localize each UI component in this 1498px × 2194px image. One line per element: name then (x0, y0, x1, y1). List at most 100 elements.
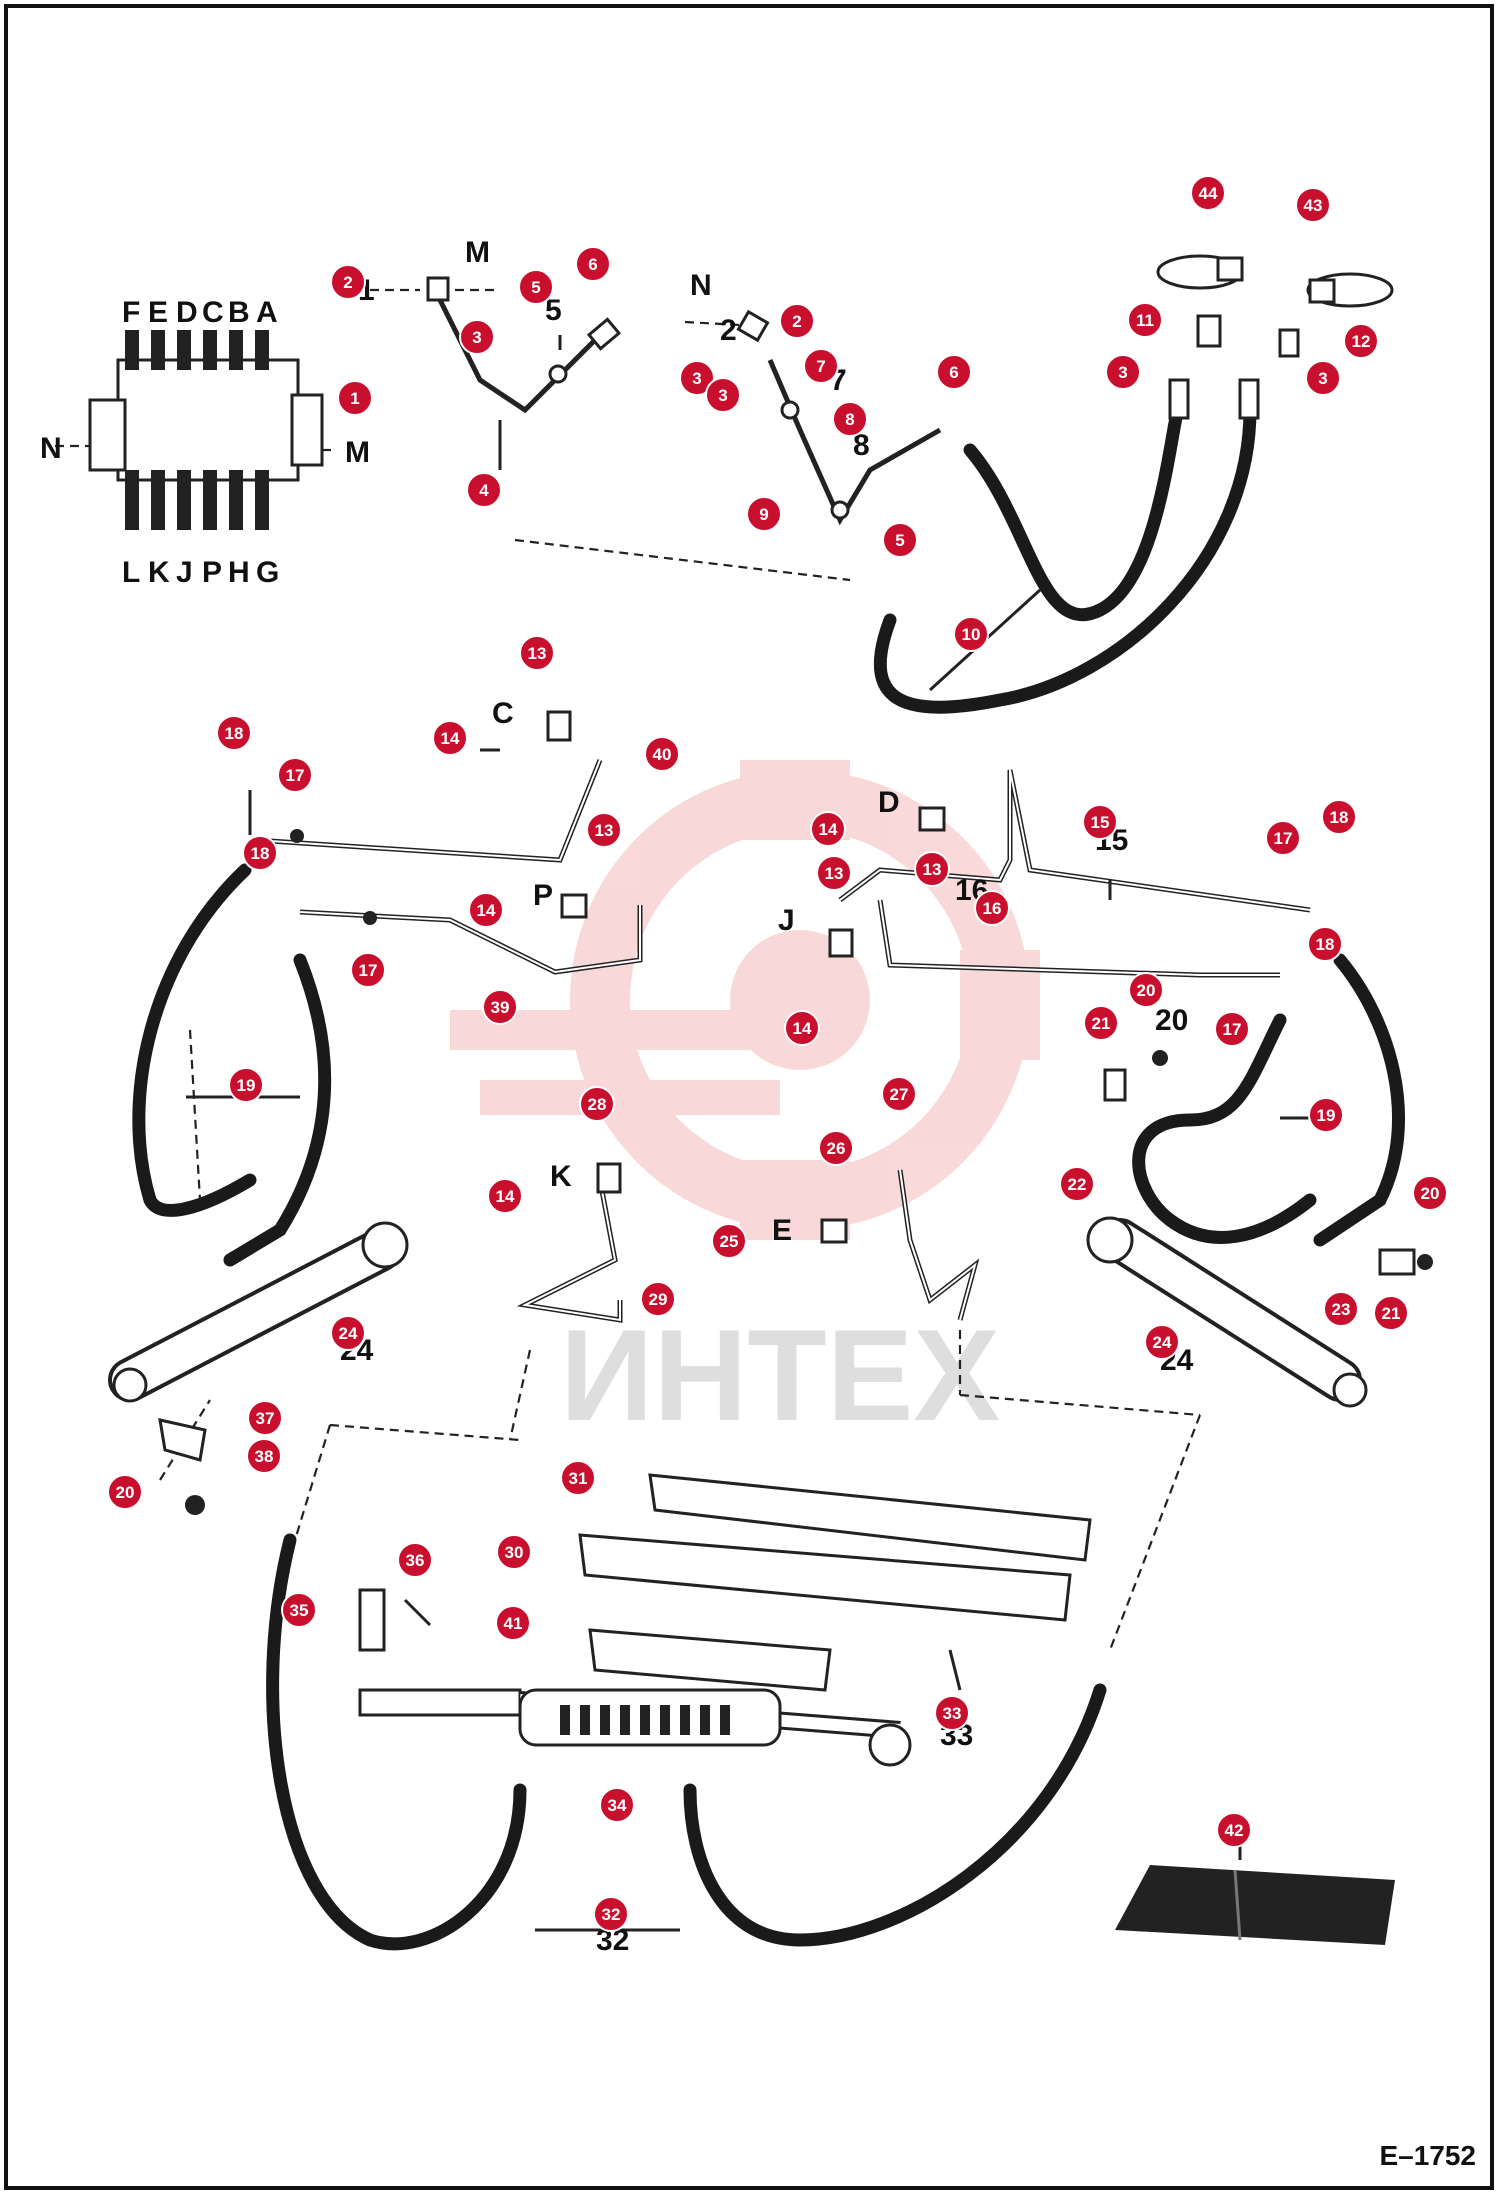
svg-text:3: 3 (1318, 369, 1327, 388)
svg-text:12: 12 (1352, 332, 1371, 351)
callout-42: 42 (1216, 1812, 1252, 1848)
watermark-gear-logo (450, 760, 1040, 1240)
callout-17c: 17 (1265, 820, 1301, 856)
svg-text:26: 26 (827, 1139, 846, 1158)
svg-text:13: 13 (923, 860, 942, 879)
callout-11: 11 (1127, 302, 1163, 338)
svg-text:21: 21 (1092, 1014, 1111, 1033)
svg-text:10: 10 (962, 625, 981, 644)
svg-text:30: 30 (505, 1543, 524, 1562)
callout-19: 19 (228, 1067, 264, 1103)
svg-text:8: 8 (845, 410, 854, 429)
svg-text:20: 20 (116, 1483, 135, 1502)
callout-badges: 1 2 3 5 6 4 2 3 3 7 8 6 9 5 10 44 43 11 … (107, 175, 1448, 1932)
callout-26: 26 (818, 1130, 854, 1166)
callout-34: 34 (599, 1787, 635, 1823)
svg-text:17: 17 (1274, 829, 1293, 848)
svg-text:20: 20 (1137, 981, 1156, 1000)
decal-plate (1115, 1835, 1395, 1945)
callout-9: 9 (746, 496, 782, 532)
callout-24b: 24 (1144, 1324, 1180, 1360)
svg-text:9: 9 (759, 505, 768, 524)
callout-20: 20 (1128, 972, 1164, 1008)
callout-3d: 3 (1105, 354, 1141, 390)
svg-text:2: 2 (343, 273, 352, 292)
page-border (4, 4, 1494, 2190)
callout-18c: 18 (1321, 799, 1357, 835)
callout-27: 27 (881, 1076, 917, 1112)
svg-text:23: 23 (1332, 1300, 1351, 1319)
callout-10: 10 (953, 616, 989, 652)
svg-text:4: 4 (479, 481, 489, 500)
callout-17d: 17 (1214, 1011, 1250, 1047)
port-label-D: D (176, 296, 198, 329)
svg-text:14: 14 (793, 1019, 812, 1038)
callout-16: 16 (974, 890, 1010, 926)
svg-text:38: 38 (255, 1447, 274, 1466)
tube-assembly-m (370, 276, 851, 582)
svg-text:7: 7 (816, 357, 825, 376)
callout-6: 6 (575, 246, 611, 282)
callout-4: 4 (466, 472, 502, 508)
port-label-C: C (202, 296, 224, 329)
svg-text:18: 18 (1330, 808, 1349, 827)
control-valve (55, 330, 335, 530)
callout-21: 21 (1083, 1005, 1119, 1041)
callout-1: 1 (337, 380, 373, 416)
callout-20b: 20 (1412, 1175, 1448, 1211)
port-label-P: P (202, 556, 222, 589)
callout-2b: 2 (779, 303, 815, 339)
callout-35: 35 (281, 1592, 317, 1628)
callout-5b: 5 (882, 522, 918, 558)
svg-text:6: 6 (588, 255, 597, 274)
tilt-cylinder-assembly (266, 1473, 1107, 1951)
svg-text:17: 17 (359, 961, 378, 980)
svg-text:33: 33 (943, 1704, 962, 1723)
svg-text:34: 34 (608, 1796, 627, 1815)
callout-18: 18 (216, 715, 252, 751)
callout-14c: 14 (810, 811, 846, 847)
callout-13c: 13 (914, 851, 950, 887)
svg-text:25: 25 (720, 1232, 739, 1251)
svg-text:5: 5 (531, 278, 540, 297)
callout-36: 36 (397, 1542, 433, 1578)
callout-17: 17 (277, 757, 313, 793)
callout-30: 30 (496, 1534, 532, 1570)
callout-13b: 13 (586, 812, 622, 848)
callout-8: 8 (832, 401, 868, 437)
svg-text:14: 14 (496, 1187, 515, 1206)
callout-31: 31 (560, 1460, 596, 1496)
svg-text:36: 36 (406, 1551, 425, 1570)
callout-28: 28 (579, 1086, 615, 1122)
svg-text:17: 17 (1223, 1020, 1242, 1039)
callout-22: 22 (1059, 1166, 1095, 1202)
svg-text:2: 2 (720, 314, 737, 347)
hose-assembly-n (684, 254, 1394, 714)
callout-24: 24 (330, 1315, 366, 1351)
port-label-D-line: D (878, 786, 900, 819)
callout-23: 23 (1323, 1291, 1359, 1327)
svg-text:41: 41 (504, 1614, 523, 1633)
svg-text:39: 39 (491, 998, 510, 1017)
svg-text:13: 13 (528, 644, 547, 663)
svg-text:21: 21 (1382, 1304, 1401, 1323)
port-label-B: B (228, 296, 250, 329)
port-label-F: F (122, 296, 140, 329)
port-label-P-line: P (533, 879, 553, 912)
svg-text:18: 18 (1316, 935, 1335, 954)
drawing-number: E–1752 (1379, 2140, 1476, 2171)
svg-text:37: 37 (256, 1409, 275, 1428)
callout-19b: 19 (1308, 1097, 1344, 1133)
callout-32: 32 (593, 1896, 629, 1932)
svg-text:43: 43 (1304, 196, 1323, 215)
port-label-E: E (148, 296, 168, 329)
callout-6b: 6 (936, 354, 972, 390)
svg-text:24: 24 (339, 1324, 358, 1343)
callout-13d: 13 (816, 855, 852, 891)
callout-29: 29 (640, 1281, 676, 1317)
svg-text:3: 3 (692, 369, 701, 388)
port-label-K: K (148, 556, 170, 589)
port-label-N-valve: N (40, 432, 62, 465)
callout-15: 15 (1082, 804, 1118, 840)
